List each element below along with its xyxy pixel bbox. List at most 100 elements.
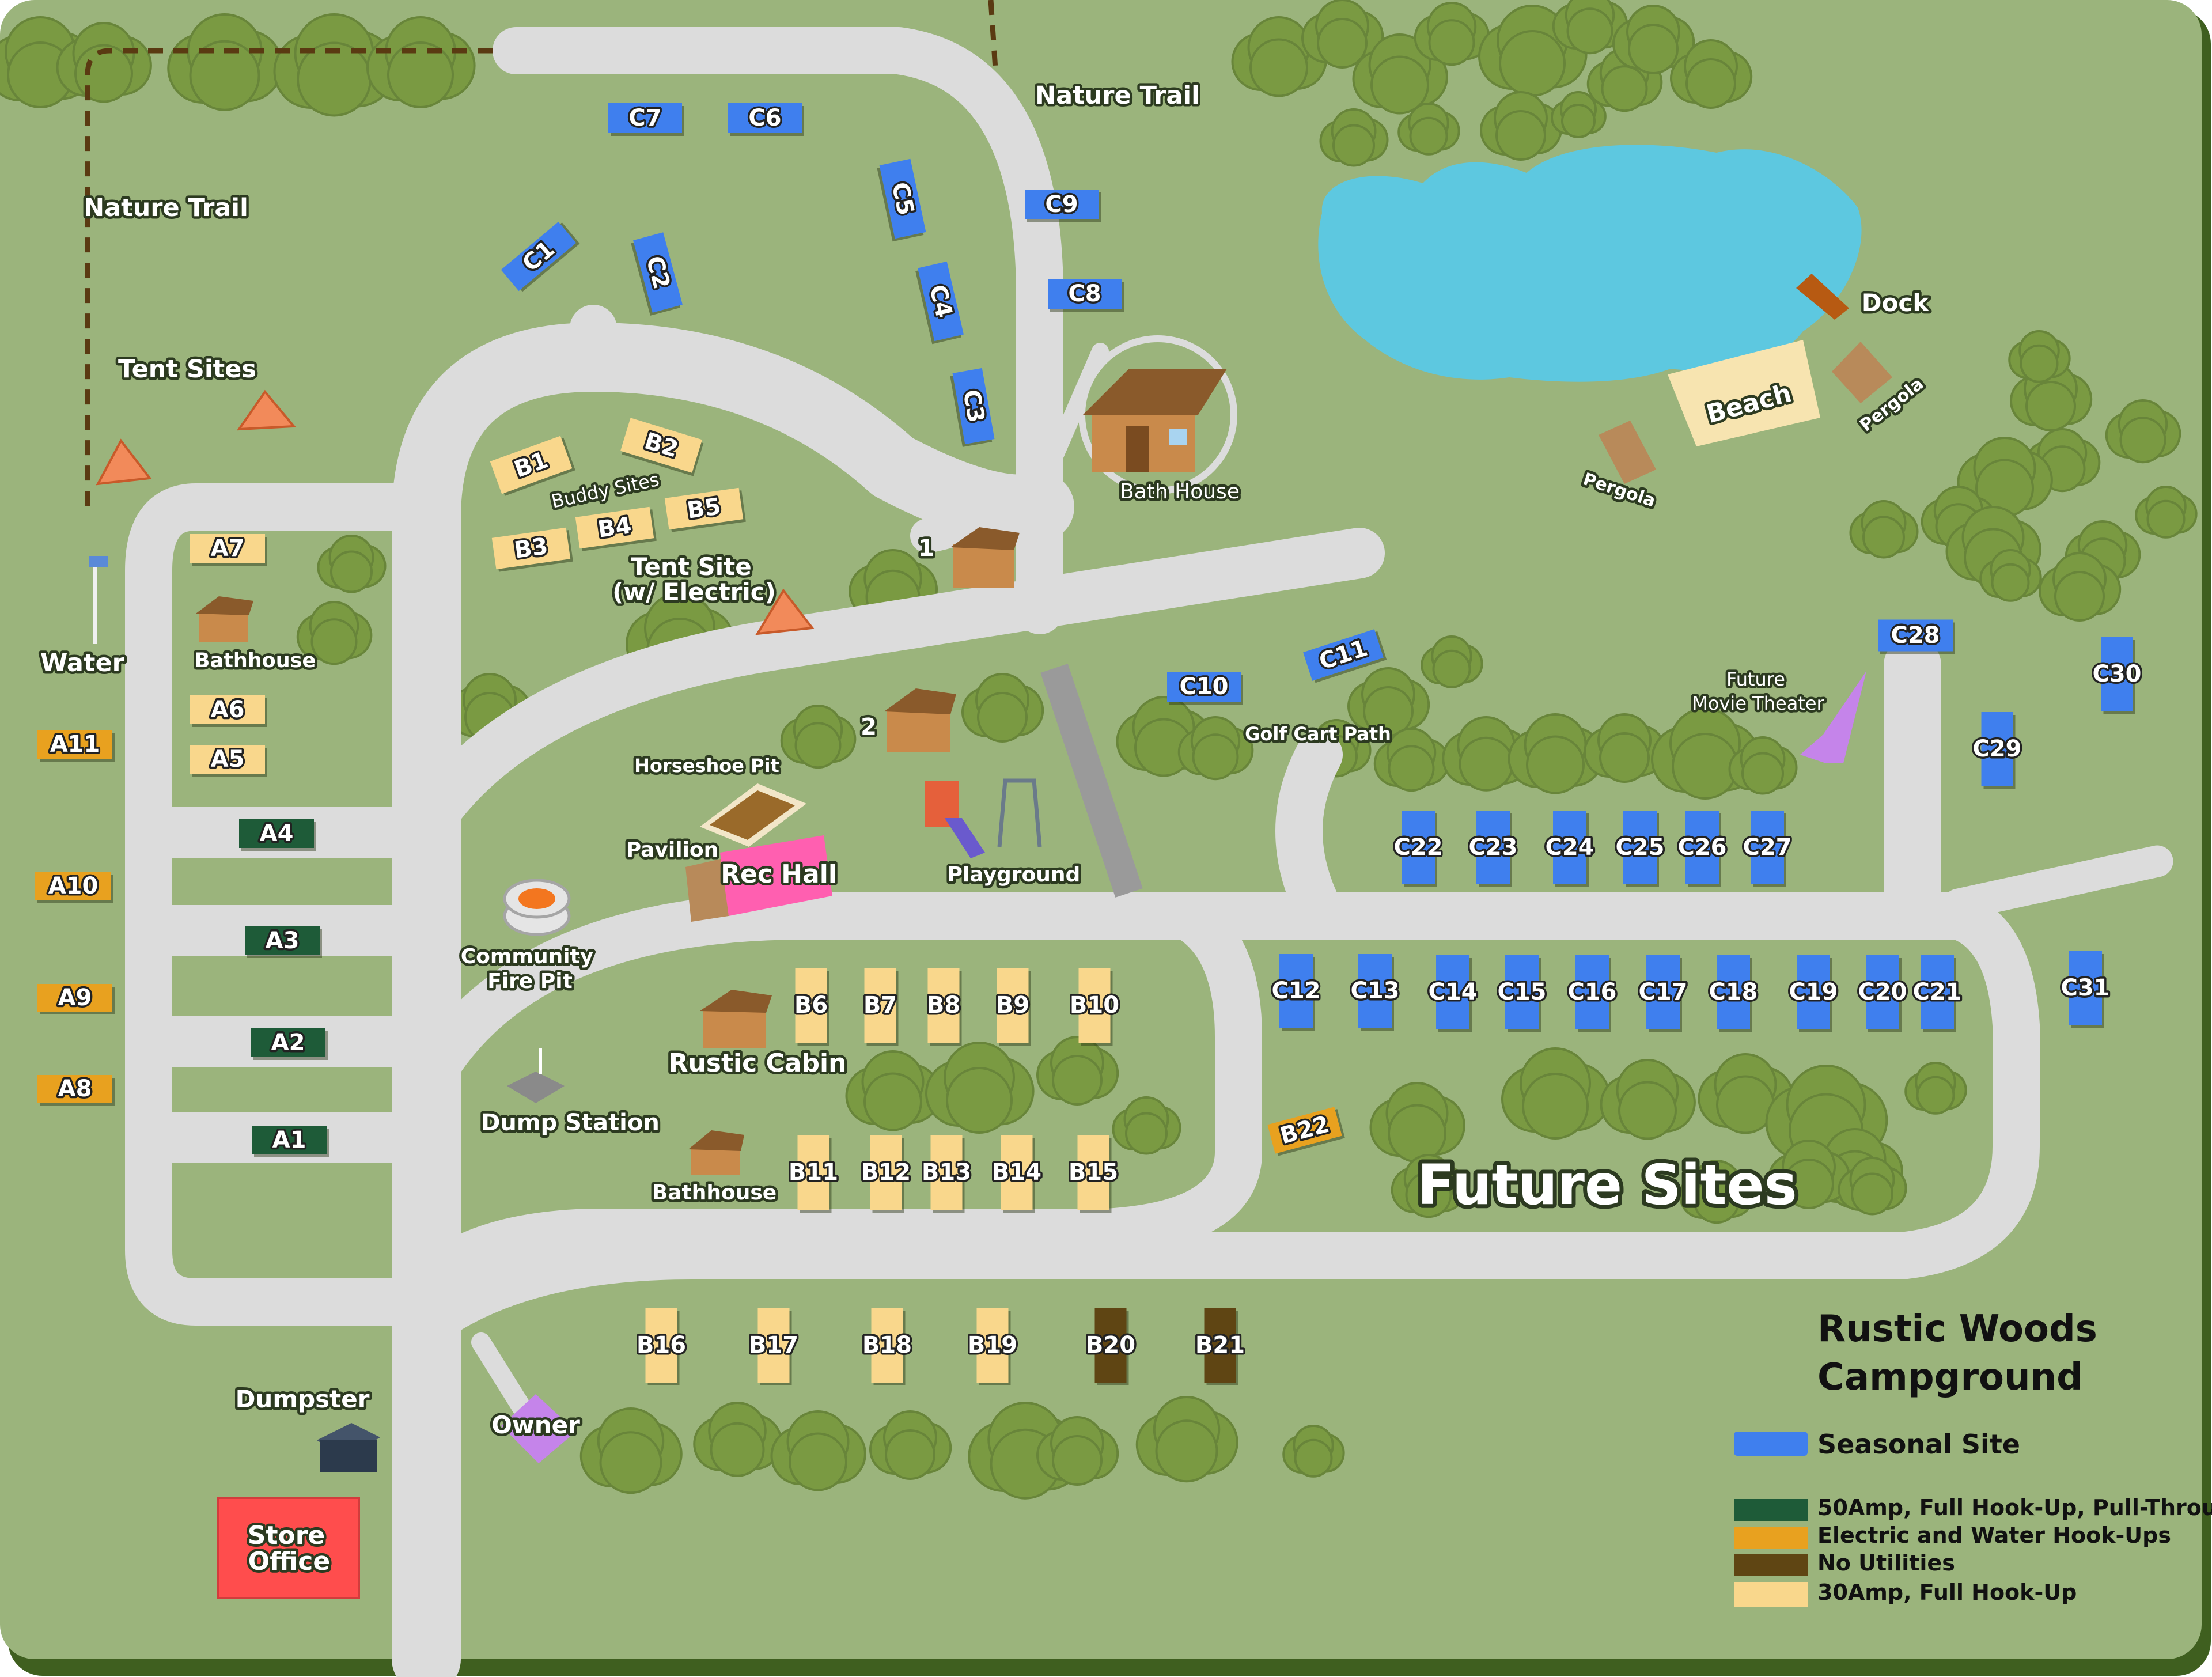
site-b4[interactable]: B4 bbox=[575, 506, 657, 551]
site-pad[interactable] bbox=[870, 1135, 902, 1210]
site-pad[interactable] bbox=[1553, 811, 1586, 884]
site-pad[interactable] bbox=[251, 1028, 325, 1057]
site-pad[interactable] bbox=[620, 418, 702, 473]
site-b18[interactable]: B18 bbox=[860, 1308, 914, 1385]
site-b2[interactable]: B2 bbox=[620, 418, 704, 476]
site-c26[interactable]: C26 bbox=[1676, 811, 1729, 887]
site-c30[interactable]: C30 bbox=[2090, 637, 2143, 714]
site-b3[interactable]: B3 bbox=[491, 527, 573, 572]
site-b21[interactable]: B21 bbox=[1193, 1308, 1247, 1385]
site-pad[interactable] bbox=[976, 1308, 1009, 1383]
site-pad[interactable] bbox=[927, 968, 960, 1043]
site-c29[interactable]: C29 bbox=[1971, 712, 2024, 789]
site-a6[interactable]: A6 bbox=[190, 695, 267, 727]
site-b1[interactable]: B1 bbox=[490, 435, 575, 497]
site-pad[interactable] bbox=[1279, 954, 1313, 1028]
site-b20[interactable]: B20 bbox=[1084, 1308, 1138, 1385]
site-c12[interactable]: C12 bbox=[1270, 954, 1323, 1031]
site-a4[interactable]: A4 bbox=[239, 819, 316, 851]
site-c9[interactable]: C9 bbox=[1025, 190, 1101, 222]
site-pad[interactable] bbox=[2069, 951, 2102, 1025]
site-pad[interactable] bbox=[1025, 190, 1099, 219]
site-pad[interactable] bbox=[1866, 955, 1899, 1029]
store-office-building[interactable] bbox=[217, 1497, 360, 1599]
site-pad[interactable] bbox=[1436, 955, 1469, 1029]
site-b15[interactable]: B15 bbox=[1066, 1135, 1120, 1213]
site-b17[interactable]: B17 bbox=[747, 1308, 801, 1385]
site-pad[interactable] bbox=[1797, 955, 1830, 1029]
site-pad[interactable] bbox=[795, 968, 827, 1043]
site-c19[interactable]: C19 bbox=[1787, 955, 1840, 1032]
site-pad[interactable] bbox=[1078, 968, 1111, 1043]
site-pad[interactable] bbox=[245, 926, 320, 955]
site-pad[interactable] bbox=[491, 527, 571, 570]
site-pad[interactable] bbox=[952, 368, 995, 445]
site-c14[interactable]: C14 bbox=[1426, 955, 1479, 1032]
site-b13[interactable]: B13 bbox=[919, 1135, 974, 1213]
owner-label[interactable]: Owner bbox=[489, 1409, 583, 1442]
site-c27[interactable]: C27 bbox=[1741, 811, 1794, 887]
site-a11[interactable]: A11 bbox=[37, 729, 115, 762]
site-pad[interactable] bbox=[1267, 1107, 1342, 1154]
site-b10[interactable]: B10 bbox=[1067, 968, 1122, 1046]
site-c13[interactable]: C13 bbox=[1349, 954, 1402, 1031]
site-pad[interactable] bbox=[35, 872, 111, 900]
site-pad[interactable] bbox=[1717, 955, 1750, 1029]
site-a1[interactable]: A1 bbox=[252, 1125, 329, 1157]
site-c18[interactable]: C18 bbox=[1707, 955, 1760, 1032]
site-pad[interactable] bbox=[37, 1075, 112, 1103]
site-a9[interactable]: A9 bbox=[37, 983, 115, 1014]
site-pad[interactable] bbox=[608, 103, 682, 133]
site-a2[interactable]: A2 bbox=[251, 1028, 328, 1060]
site-c3[interactable]: C3 bbox=[950, 368, 995, 447]
site-b9[interactable]: B9 bbox=[994, 968, 1032, 1046]
site-c20[interactable]: C20 bbox=[1856, 955, 1909, 1032]
site-pad[interactable] bbox=[1001, 1135, 1033, 1210]
site-c17[interactable]: C17 bbox=[1637, 955, 1690, 1032]
site-pad[interactable] bbox=[918, 261, 964, 342]
site-c25[interactable]: C25 bbox=[1613, 811, 1666, 887]
site-b12[interactable]: B12 bbox=[859, 1135, 913, 1213]
site-pad[interactable] bbox=[633, 232, 683, 313]
site-pad[interactable] bbox=[575, 506, 654, 549]
site-pad[interactable] bbox=[930, 1135, 963, 1210]
site-b16[interactable]: B16 bbox=[634, 1308, 688, 1385]
site-c10[interactable]: C10 bbox=[1167, 672, 1243, 705]
site-pad[interactable] bbox=[490, 436, 573, 494]
site-pad[interactable] bbox=[1685, 811, 1719, 884]
site-pad[interactable] bbox=[1646, 955, 1680, 1029]
site-c15[interactable]: C15 bbox=[1495, 955, 1548, 1032]
site-pad[interactable] bbox=[864, 968, 896, 1043]
site-c5[interactable]: C5 bbox=[877, 158, 927, 242]
site-b14[interactable]: B14 bbox=[990, 1135, 1044, 1213]
site-pad[interactable] bbox=[190, 695, 265, 724]
site-pad[interactable] bbox=[997, 968, 1029, 1043]
site-a7[interactable]: A7 bbox=[190, 533, 267, 566]
site-a5[interactable]: A5 bbox=[190, 744, 267, 777]
site-pad[interactable] bbox=[252, 1126, 327, 1154]
site-c8[interactable]: C8 bbox=[1048, 279, 1124, 312]
site-c24[interactable]: C24 bbox=[1543, 811, 1596, 887]
site-pad[interactable] bbox=[879, 158, 926, 239]
site-a10[interactable]: A10 bbox=[35, 871, 113, 903]
site-pad[interactable] bbox=[37, 730, 112, 759]
site-pad[interactable] bbox=[1094, 1308, 1127, 1383]
site-c6[interactable]: C6 bbox=[728, 103, 804, 136]
site-pad[interactable] bbox=[1878, 619, 1953, 652]
site-pad[interactable] bbox=[1981, 712, 2013, 786]
site-c28[interactable]: C28 bbox=[1878, 619, 1955, 654]
site-c22[interactable]: C22 bbox=[1392, 811, 1445, 887]
site-pad[interactable] bbox=[2101, 637, 2133, 711]
site-pad[interactable] bbox=[797, 1135, 830, 1210]
site-pad[interactable] bbox=[239, 819, 314, 848]
site-pad[interactable] bbox=[190, 534, 265, 563]
rec-hall-label[interactable]: Rec Hall bbox=[718, 857, 840, 892]
site-pad[interactable] bbox=[1476, 811, 1510, 884]
site-pad[interactable] bbox=[190, 745, 265, 774]
site-pad[interactable] bbox=[1358, 954, 1392, 1028]
site-pad[interactable] bbox=[1303, 629, 1384, 681]
site-b8[interactable]: B8 bbox=[925, 968, 963, 1046]
site-a3[interactable]: A3 bbox=[245, 926, 322, 958]
site-pad[interactable] bbox=[1623, 811, 1657, 884]
site-pad[interactable] bbox=[1575, 955, 1609, 1029]
